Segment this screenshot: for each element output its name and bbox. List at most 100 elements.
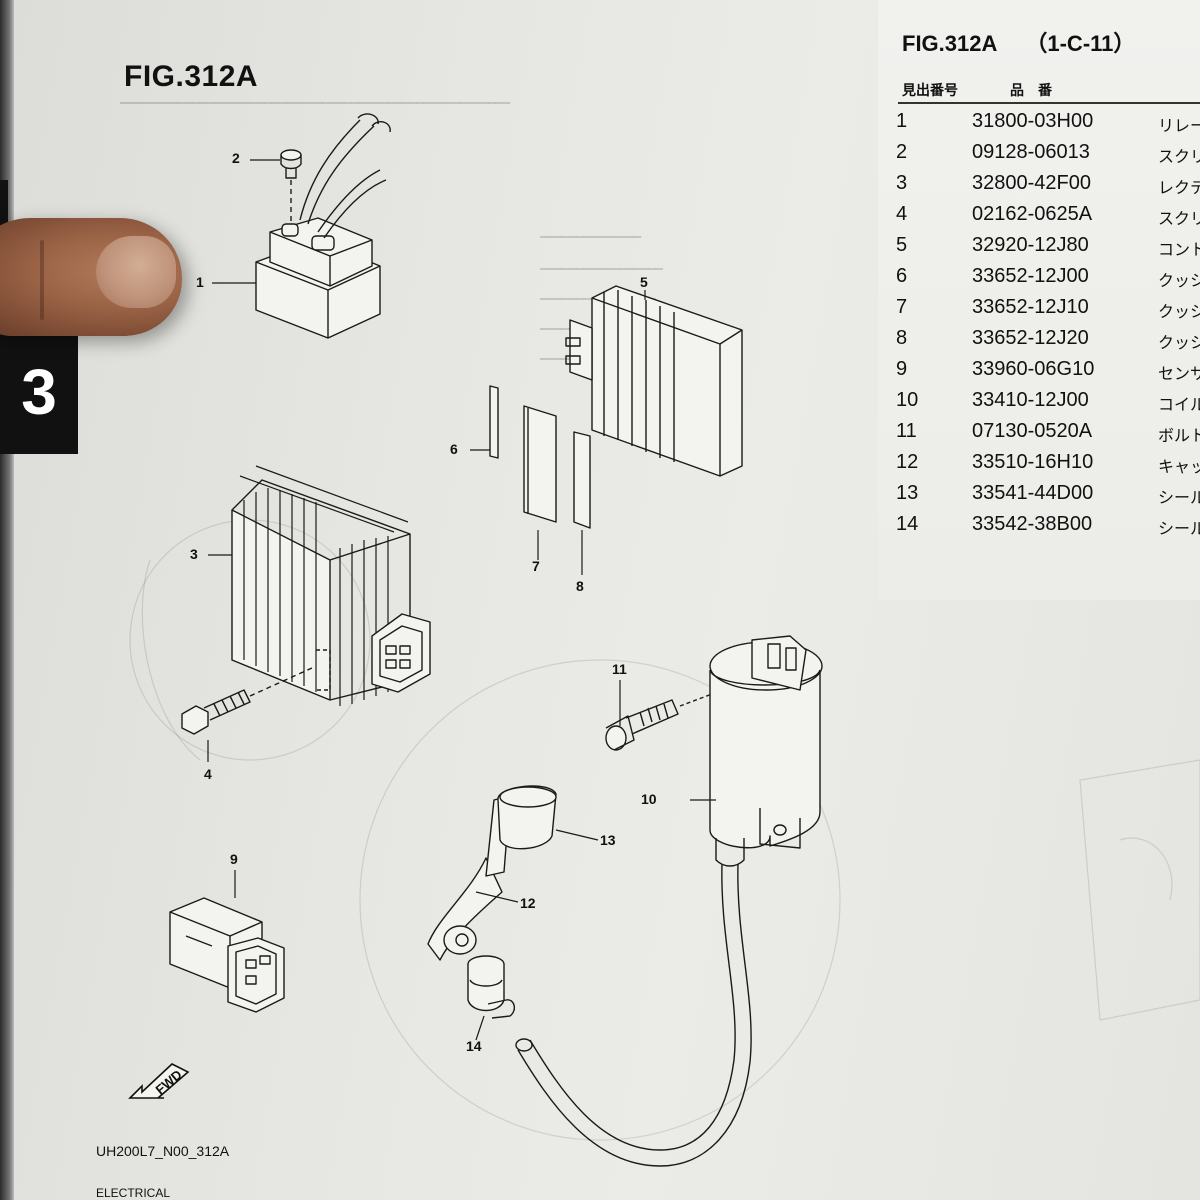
table-row[interactable]: 4 02162-0625A スクリ bbox=[878, 201, 1200, 232]
header-part-no: 品 番 bbox=[1010, 83, 1052, 99]
part-ecu[interactable] bbox=[565, 285, 743, 477]
part-number: 33542-38B00 bbox=[972, 513, 1093, 535]
part-bolt-11[interactable] bbox=[605, 693, 713, 751]
section-tab: 3 bbox=[0, 330, 78, 454]
callout-3: 3 bbox=[190, 546, 198, 562]
part-name: スクリ bbox=[1158, 209, 1200, 228]
table-row[interactable]: 12 33510-16H10 キャッ bbox=[878, 449, 1200, 480]
callout-9: 9 bbox=[230, 851, 238, 867]
ref-no: 12 bbox=[896, 451, 919, 473]
table-row[interactable]: 7 33652-12J10 クッシ bbox=[878, 294, 1200, 325]
footer-code: UH200L7_N00_312A bbox=[96, 1143, 230, 1159]
ref-no: 9 bbox=[896, 358, 908, 380]
part-name: シール bbox=[1158, 488, 1200, 507]
callout-8: 8 bbox=[576, 578, 584, 594]
thumbnail-nail bbox=[96, 236, 176, 308]
part-number: 33510-16H10 bbox=[972, 451, 1094, 473]
leader-lines bbox=[207, 159, 716, 1041]
table-row[interactable]: 10 33410-12J00 コイル bbox=[878, 387, 1200, 418]
parts-list-panel bbox=[878, 0, 1200, 600]
callout-5: 5 bbox=[640, 274, 648, 290]
part-number: 33960-06G10 bbox=[972, 358, 1095, 380]
parts-list-subtitle: （1-C-11） bbox=[1025, 31, 1136, 56]
part-cushion-6[interactable] bbox=[489, 385, 499, 459]
part-name: シール bbox=[1158, 519, 1200, 538]
fwd-arrow-icon: FWD bbox=[128, 1063, 190, 1099]
part-seal-13[interactable] bbox=[497, 785, 557, 850]
bleed-through-text: ━━━━━━━━━━━━━━ bbox=[540, 230, 642, 244]
figure-title: FIG.312A bbox=[124, 60, 259, 93]
table-row[interactable]: 3 32800-42F00 レクテ bbox=[878, 170, 1200, 201]
part-screw-2[interactable] bbox=[280, 149, 302, 179]
callout-10: 10 bbox=[641, 791, 657, 807]
bleed-through-text: ━━━━━━━━━━━━━━━━━━━━━━━━━━━━━━━━━━━━━━━━… bbox=[120, 96, 511, 110]
part-number: 09128-06013 bbox=[972, 141, 1090, 163]
footer-section-label: ELECTRICAL bbox=[96, 1186, 171, 1200]
ref-no: 4 bbox=[896, 203, 908, 225]
part-name: クッシ bbox=[1158, 271, 1200, 290]
forward-direction-indicator: FWD bbox=[128, 1058, 192, 1109]
part-number: 33652-12J10 bbox=[972, 296, 1089, 318]
part-sensor[interactable] bbox=[169, 897, 285, 1013]
header-ref-no: 見出番号 bbox=[902, 83, 958, 99]
callout-7: 7 bbox=[532, 558, 540, 574]
parts-list-fig: FIG.312A bbox=[902, 31, 998, 56]
ref-no: 3 bbox=[896, 172, 908, 194]
ref-no: 11 bbox=[896, 420, 917, 442]
table-row[interactable]: 5 32920-12J80 コント bbox=[878, 232, 1200, 263]
table-row[interactable]: 14 33542-38B00 シール bbox=[878, 511, 1200, 542]
part-plug-cap[interactable] bbox=[427, 795, 511, 961]
part-number: 33410-12J00 bbox=[972, 389, 1089, 411]
part-bolt-4[interactable] bbox=[181, 667, 313, 735]
ref-no: 7 bbox=[896, 296, 908, 318]
ref-no: 2 bbox=[896, 141, 908, 163]
part-relay[interactable] bbox=[255, 113, 391, 339]
callout-11: 11 bbox=[612, 661, 627, 677]
part-rectifier[interactable] bbox=[231, 465, 431, 706]
table-row[interactable]: 11 07130-0520A ボルト bbox=[878, 418, 1200, 449]
part-seal-14[interactable] bbox=[467, 955, 516, 1019]
header-rule bbox=[898, 102, 1200, 104]
callout-2: 2 bbox=[232, 150, 240, 166]
part-ignition-coil[interactable] bbox=[515, 635, 823, 1167]
part-name: レクテ bbox=[1158, 178, 1200, 197]
part-name: コント bbox=[1158, 240, 1200, 259]
part-number: 33652-12J20 bbox=[972, 327, 1089, 349]
ref-no: 10 bbox=[896, 389, 919, 411]
part-cushion-7[interactable] bbox=[523, 405, 557, 523]
callout-4: 4 bbox=[204, 766, 212, 782]
part-name: キャッ bbox=[1158, 457, 1200, 476]
part-number: 32920-12J80 bbox=[972, 234, 1089, 256]
ref-no: 14 bbox=[896, 513, 919, 535]
parts-list-title: FIG.312A （1-C-11） bbox=[902, 26, 1135, 58]
part-name: スクリ bbox=[1158, 147, 1200, 166]
ref-no: 5 bbox=[896, 234, 908, 256]
spine-marker bbox=[0, 180, 8, 240]
part-number: 32800-42F00 bbox=[972, 172, 1091, 194]
part-number: 07130-0520A bbox=[972, 420, 1093, 442]
part-name: ボルト bbox=[1158, 426, 1200, 445]
part-number: 02162-0625A bbox=[972, 203, 1093, 225]
part-number: 31800-03H00 bbox=[972, 110, 1094, 132]
callout-14: 14 bbox=[466, 1038, 482, 1054]
callout-13: 13 bbox=[600, 832, 616, 848]
ref-no: 13 bbox=[896, 482, 919, 504]
table-row[interactable]: 2 09128-06013 スクリ bbox=[878, 139, 1200, 170]
ref-no: 8 bbox=[896, 327, 908, 349]
part-name: センサ bbox=[1158, 364, 1200, 383]
callout-6: 6 bbox=[450, 441, 458, 457]
table-row[interactable]: 8 33652-12J20 クッシ bbox=[878, 325, 1200, 356]
part-name: クッシ bbox=[1158, 302, 1200, 321]
part-cushion-8[interactable] bbox=[573, 431, 591, 529]
table-row[interactable]: 9 33960-06G10 センサ bbox=[878, 356, 1200, 387]
callout-1: 1 bbox=[196, 274, 204, 290]
part-name: コイル bbox=[1158, 395, 1200, 414]
part-name: クッシ bbox=[1158, 333, 1200, 352]
thumb-crease bbox=[40, 240, 44, 320]
callout-12: 12 bbox=[520, 895, 536, 911]
